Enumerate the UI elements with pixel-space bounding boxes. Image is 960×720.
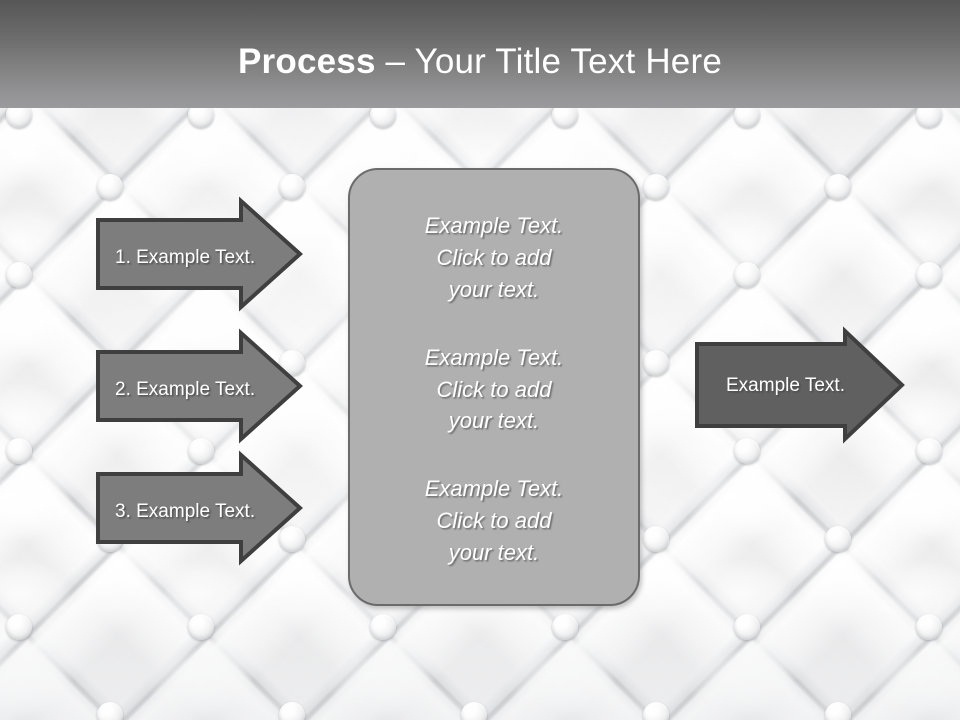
tufting-stud — [188, 438, 214, 464]
tufting-stud — [461, 702, 487, 720]
tufting-stud — [97, 702, 123, 720]
process-step-arrow-1[interactable]: 1. Example Text. — [95, 196, 305, 312]
tufting-stud — [734, 614, 760, 640]
process-detail-paragraph-3: Example Text. Click to add your text. — [424, 476, 564, 566]
process-step-arrow-2[interactable]: 2. Example Text. — [95, 328, 305, 444]
process-detail-paragraph-2: Example Text. Click to add your text. — [424, 344, 564, 434]
tufting-stud — [825, 702, 851, 720]
tufting-stud — [916, 262, 942, 288]
tufting-stud — [643, 350, 669, 376]
tufting-stud — [279, 702, 305, 720]
tufting-stud — [916, 614, 942, 640]
process-step-arrow-3[interactable]: 3. Example Text. — [95, 450, 305, 566]
tufting-stud — [97, 174, 123, 200]
process-outcome-arrow[interactable]: Example Text. — [694, 326, 906, 444]
process-detail-paragraph-1: Example Text. Click to add your text. — [424, 213, 564, 302]
tufting-stud — [188, 614, 214, 640]
page-title-bold: Process — [238, 41, 376, 81]
arrow-right-icon — [695, 326, 905, 444]
tufting-stud — [916, 438, 942, 464]
tufting-stud — [825, 526, 851, 552]
arrow-right-icon — [96, 196, 303, 312]
tufting-stud — [6, 614, 32, 640]
tufting-stud — [825, 174, 851, 200]
page-title: Process – Your Title Text Here — [238, 30, 722, 79]
arrow-right-icon — [96, 328, 303, 444]
slide-header-band: Process – Your Title Text Here — [0, 0, 960, 108]
process-detail-panel[interactable]: Example Text. Click to add your text. Ex… — [348, 168, 640, 606]
arrow-right-icon — [96, 450, 303, 566]
page-title-rest: – Your Title Text Here — [375, 41, 722, 81]
tufting-stud — [279, 526, 305, 552]
tufting-stud — [734, 438, 760, 464]
tufting-stud — [643, 174, 669, 200]
tufting-stud — [370, 614, 396, 640]
tufting-stud — [6, 262, 32, 288]
tufting-stud — [6, 438, 32, 464]
tufting-stud — [643, 702, 669, 720]
tufting-stud — [552, 614, 578, 640]
tufting-stud — [643, 526, 669, 552]
tufting-stud — [734, 262, 760, 288]
tufting-stud — [279, 174, 305, 200]
